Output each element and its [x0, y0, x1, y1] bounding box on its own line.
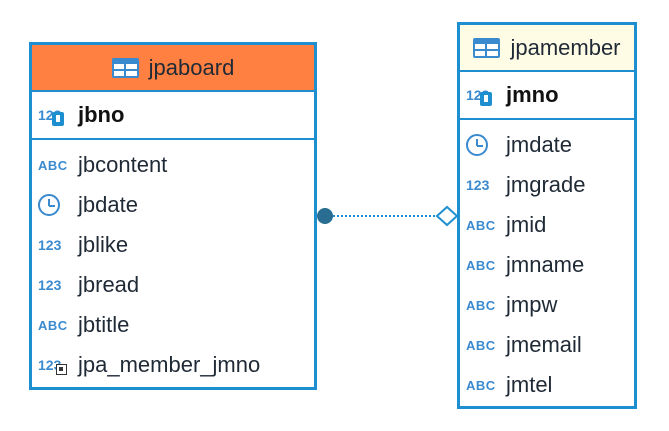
column-name: jbdate [78, 192, 138, 217]
number-type-icon: 123 [38, 277, 62, 293]
table-icon [111, 57, 139, 78]
column-row-jmname[interactable]: ABC jmname [460, 245, 634, 285]
text-type-icon: ABC [466, 297, 496, 313]
pk-row-jmno[interactable]: 123 jmno [460, 75, 559, 115]
column-name: jmtel [506, 372, 553, 397]
text-type-icon: ABC [466, 377, 496, 393]
column-row-jmdate[interactable]: jmdate [460, 125, 634, 165]
primary-key-section: 123 jmno [460, 72, 634, 120]
foreign-key-icon: 123 [38, 352, 74, 378]
column-row-jbdate[interactable]: jbdate [32, 185, 314, 225]
column-row-jbread[interactable]: 123 jbread [32, 265, 314, 305]
text-type-icon: ABC [466, 217, 496, 233]
entity-title: jpaboard [148, 54, 235, 80]
column-name: jmid [506, 212, 547, 237]
primary-key-icon: 123 [466, 82, 502, 108]
column-list: ABC jbcontent jbdate 123 jblike 123 jbre… [32, 140, 314, 385]
pk-row-jbno[interactable]: 123 jbno [32, 95, 124, 135]
column-name: jmno [506, 82, 559, 107]
primary-key-icon: 123 [38, 102, 74, 128]
column-row-jblike[interactable]: 123 jblike [32, 225, 314, 265]
text-type-icon: ABC [466, 337, 496, 353]
column-name: jmgrade [506, 172, 586, 197]
column-row-jpa-member-jmno[interactable]: 123 jpa_member_jmno [32, 345, 314, 385]
entity-jpaboard[interactable]: jpaboard 123 jbno ABC jbcontent jbdate 1… [29, 42, 317, 390]
column-row-jbtitle[interactable]: ABC jbtitle [32, 305, 314, 345]
column-row-jmpw[interactable]: ABC jmpw [460, 285, 634, 325]
entity-jpamember[interactable]: jpamember 123 jmno jmdate 123 jmgrade AB… [457, 22, 637, 409]
column-row-jmgrade[interactable]: 123 jmgrade [460, 165, 634, 205]
number-type-icon: 123 [38, 237, 62, 253]
column-name: jmdate [506, 132, 573, 157]
column-list: jmdate 123 jmgrade ABC jmid ABC jmname A… [460, 120, 634, 405]
column-row-jbcontent[interactable]: ABC jbcontent [32, 145, 314, 185]
relationship-source-end-icon [317, 208, 333, 224]
text-type-icon: ABC [38, 157, 68, 173]
column-name: jpa_member_jmno [78, 352, 261, 377]
column-name: jmpw [506, 292, 558, 317]
primary-key-section: 123 jbno [32, 92, 314, 140]
column-row-jmemail[interactable]: ABC jmemail [460, 325, 634, 365]
column-name: jbtitle [78, 312, 130, 337]
text-type-icon: ABC [38, 317, 68, 333]
text-type-icon: ABC [466, 257, 496, 273]
entity-header[interactable]: jpamember [460, 25, 634, 72]
number-type-icon: 123 [466, 177, 490, 193]
entity-header[interactable]: jpaboard [32, 45, 314, 92]
column-name: jbno [78, 102, 125, 127]
clock-icon [38, 192, 74, 218]
relationship-target-end-icon [435, 205, 459, 227]
column-name: jblike [78, 232, 129, 257]
column-name: jbcontent [78, 152, 168, 177]
table-icon [473, 37, 501, 58]
column-row-jmtel[interactable]: ABC jmtel [460, 365, 634, 405]
entity-title: jpamember [510, 34, 621, 60]
column-name: jmname [506, 252, 585, 277]
column-row-jmid[interactable]: ABC jmid [460, 205, 634, 245]
clock-icon [466, 132, 502, 158]
column-name: jbread [78, 272, 140, 297]
column-name: jmemail [506, 332, 582, 357]
